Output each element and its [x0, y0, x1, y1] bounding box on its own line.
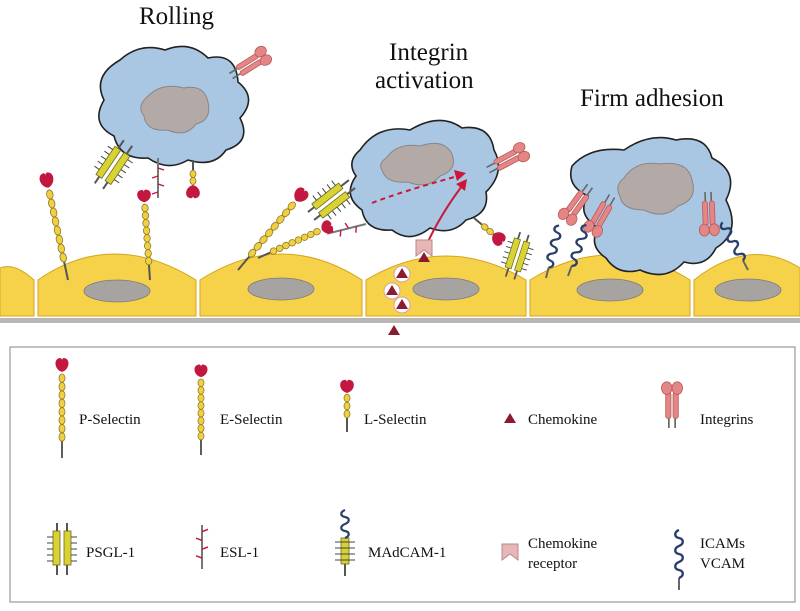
activating-leukocyte	[349, 119, 500, 249]
legend-chemokine: Chemokine	[528, 412, 597, 428]
legend-madcam1: MAdCAM-1	[368, 545, 446, 561]
endothelial-nucleus	[412, 277, 480, 301]
chemokine-receptor-icon	[501, 543, 519, 561]
rolling-title: Rolling	[139, 3, 215, 30]
legend: P-Selectin E-Selectin L-Selectin Chemoki…	[9, 346, 796, 603]
leukocyte-nucleus	[140, 85, 210, 134]
basement-membrane	[0, 318, 800, 323]
legend-icams: ICAMs	[700, 536, 745, 552]
legend-chemokine-receptor-line2: receptor	[528, 556, 577, 572]
chemokine-vesicles	[383, 265, 411, 335]
endothelial-nucleus	[83, 279, 151, 303]
adherent-leukocyte	[569, 136, 733, 276]
leukocyte-nucleus	[380, 142, 454, 186]
legend-e-selectin: E-Selectin	[220, 412, 283, 428]
signal-arrow-dashed	[371, 175, 459, 204]
rolling-leukocyte	[98, 45, 250, 167]
chemokine-receptor	[415, 239, 433, 262]
legend-p-selectin: P-Selectin	[79, 412, 141, 428]
integrin-title-line2: activation	[375, 67, 474, 94]
legend-vcam: VCAM	[700, 556, 745, 572]
endothelial-nucleus	[247, 277, 315, 301]
legend-chemokine-receptor-line1: Chemokine	[528, 536, 597, 552]
endothelial-nucleus	[714, 278, 782, 302]
l-selectin-icon	[340, 379, 354, 432]
firm-adhesion-title: Firm adhesion	[580, 85, 724, 112]
legend-l-selectin: L-Selectin	[364, 412, 427, 428]
leukocyte-nucleus	[617, 162, 694, 215]
legend-psgl1: PSGL-1	[86, 545, 135, 561]
l-selectin-molecule	[468, 211, 509, 249]
legend-integrins: Integrins	[700, 412, 753, 428]
madcam1-icon	[335, 508, 355, 576]
endothelial-nucleus	[576, 278, 644, 302]
endothelium	[0, 253, 800, 335]
legend-esl1: ESL-1	[220, 545, 259, 561]
integrin-title-line1: Integrin	[389, 39, 469, 66]
l-selectin-molecule	[185, 159, 201, 200]
